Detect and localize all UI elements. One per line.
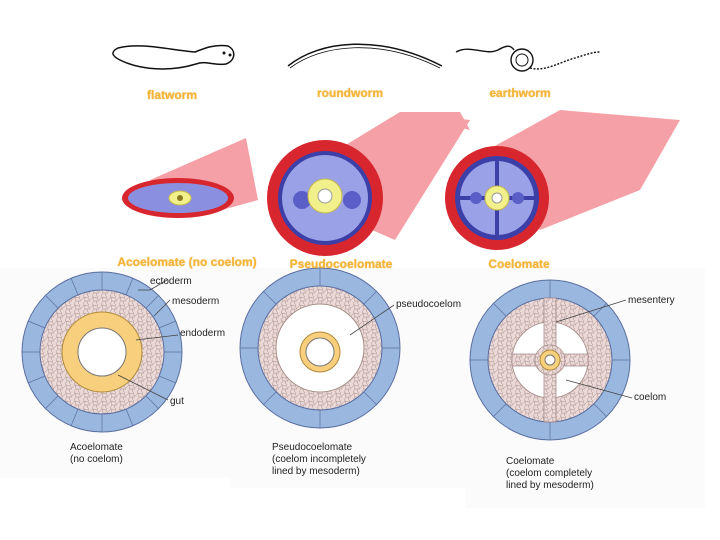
label-pseudocoelom: pseudocoelom bbox=[396, 299, 462, 310]
flatworm-sketch bbox=[112, 44, 235, 70]
caption-coelomate: Coelomate (coelom completely lined by me… bbox=[506, 456, 594, 491]
label-ectoderm: ectoderm bbox=[150, 276, 192, 287]
body-plan-label-pseudocoelomate: Pseudocoelomate bbox=[289, 257, 393, 271]
coelomate-tube bbox=[445, 110, 680, 250]
label-gut: gut bbox=[170, 396, 184, 407]
caption-pseudocoelomate: Pseudocoelomate (coelom incompletely lin… bbox=[272, 442, 366, 477]
animal-label-earthworm: earthworm bbox=[489, 86, 551, 100]
pseudocoelomate-tube bbox=[267, 112, 470, 256]
animal-label-roundworm: roundworm bbox=[317, 86, 383, 100]
label-mesoderm: mesoderm bbox=[172, 296, 220, 307]
pseudocoelomate-cross-section bbox=[239, 267, 401, 429]
acoelomate-cross-section bbox=[21, 271, 183, 433]
acoelomate-tube bbox=[122, 138, 258, 218]
label-coelom: coelom bbox=[634, 392, 667, 403]
body-plan-label-acoelomate: Acoelomate (no coelom) bbox=[117, 255, 257, 269]
earthworm-sketch bbox=[455, 45, 601, 72]
coelomate-cross-section bbox=[469, 279, 633, 441]
body-plan-label-coelomate: Coelomate bbox=[488, 257, 550, 271]
animal-label-flatworm: flatworm bbox=[146, 88, 198, 102]
label-mesentery: mesentery bbox=[628, 295, 675, 306]
label-endoderm: endoderm bbox=[180, 328, 226, 339]
roundworm-sketch bbox=[287, 43, 443, 69]
caption-acoelomate: Acoelomate (no coelom) bbox=[70, 442, 123, 465]
